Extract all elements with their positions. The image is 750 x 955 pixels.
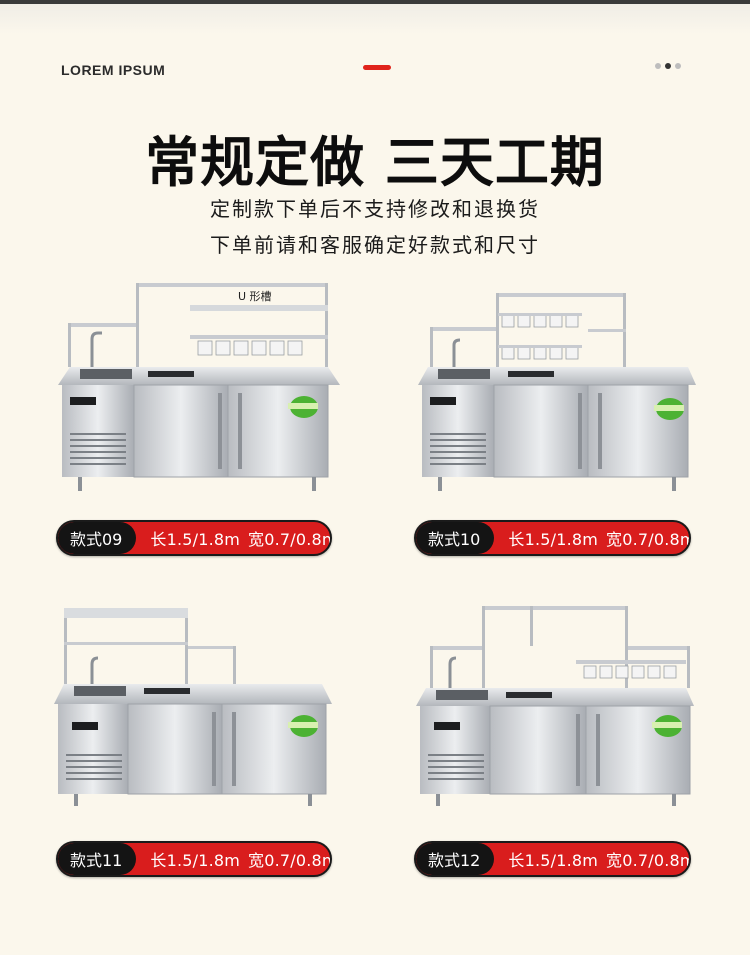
headline: 常规定做 三天工期: [145, 131, 605, 194]
brand-label: LOREM IPSUM: [61, 62, 166, 78]
style-code: 款式10: [416, 522, 495, 554]
product-image-12: [410, 598, 730, 928]
spec-pill-12: 款式12 长1.5/1.8m 宽0.7/0.8m: [414, 841, 691, 877]
length-spec: 长1.5/1.8m: [150, 530, 241, 549]
width-spec: 宽0.7/0.8m: [606, 530, 691, 549]
subtitle-1: 定制款下单后不支持修改和退换货: [210, 197, 540, 221]
carousel-dot[interactable]: [675, 63, 681, 69]
width-spec: 宽0.7/0.8m: [248, 851, 332, 870]
product-image-09: U 形槽: [50, 275, 370, 605]
spec-pill-10: 款式10 长1.5/1.8m 宽0.7/0.8m: [414, 520, 691, 556]
top-shadow: [0, 4, 750, 34]
subtitle-2: 下单前请和客服确定好款式和尺寸: [210, 233, 540, 257]
style-code: 款式12: [416, 843, 495, 875]
length-spec: 长1.5/1.8m: [150, 851, 241, 870]
top-bar: [0, 0, 750, 4]
shelf-label: U 形槽: [238, 290, 272, 303]
spec-pill-09: 款式09 长1.5/1.8m 宽0.7/0.8m: [56, 520, 332, 556]
product-image-10: [410, 285, 730, 615]
length-spec: 长1.5/1.8m: [508, 530, 599, 549]
spec-pill-11: 款式11 长1.5/1.8m 宽0.7/0.8m: [56, 841, 332, 877]
width-spec: 宽0.7/0.8m: [606, 851, 691, 870]
carousel-dot-active[interactable]: [665, 63, 671, 69]
length-spec: 长1.5/1.8m: [508, 851, 599, 870]
product-image-11: [50, 598, 370, 928]
style-code: 款式11: [58, 843, 137, 875]
carousel-dots[interactable]: [655, 63, 681, 69]
style-code: 款式09: [58, 522, 137, 554]
width-spec: 宽0.7/0.8m: [248, 530, 332, 549]
accent-dash: [363, 65, 391, 70]
carousel-dot[interactable]: [655, 63, 661, 69]
